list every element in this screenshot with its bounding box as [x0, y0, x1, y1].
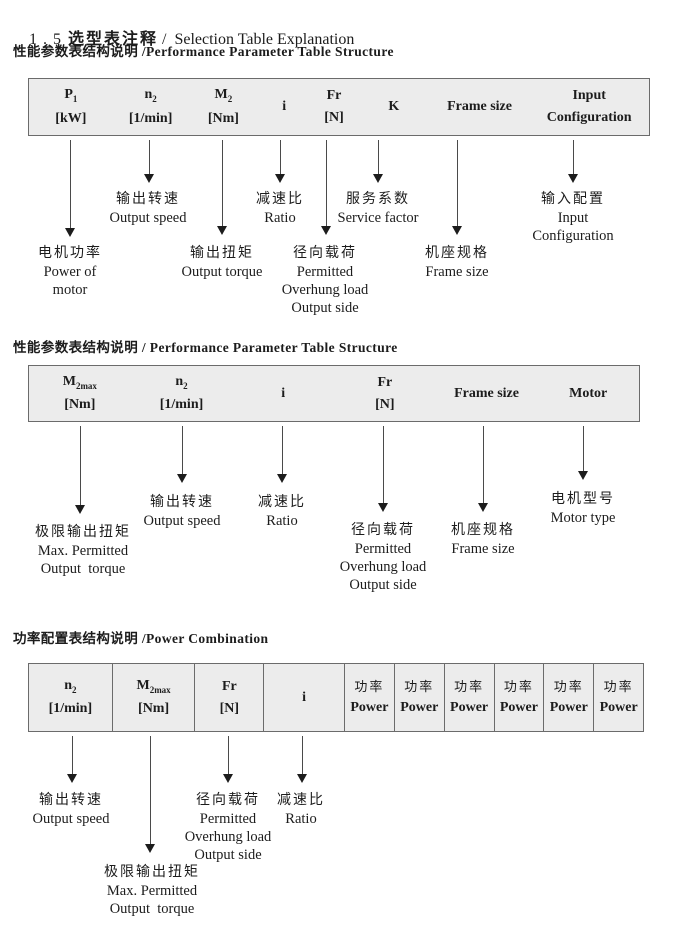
section-heading-power-combination: 功率配置表结构说明 /Power Combination: [13, 631, 269, 646]
column-header-p1: P1[kW]: [55, 87, 87, 126]
down-arrow-ratio: [297, 736, 307, 783]
down-arrow-m2max: [75, 426, 85, 514]
column-header-fr: Fr[N]: [375, 374, 395, 412]
column-header-n2: n2[1/min]: [128, 87, 173, 126]
down-arrow-m2max: [145, 736, 155, 853]
column-header-motor: Motor: [569, 385, 608, 401]
section-heading-performance-1: 性能参数表结构说明 /Performance Parameter Table S…: [13, 44, 394, 59]
down-arrow-fr: [223, 736, 233, 783]
down-arrow-frame-size: [452, 140, 462, 235]
down-arrow-fr: [321, 140, 331, 235]
down-arrow-motor: [578, 426, 588, 480]
column-header-m2max: M2max[Nm]: [62, 373, 97, 413]
column-header-k: K: [388, 99, 400, 114]
down-arrow-frame-size: [478, 426, 488, 512]
page-title-en: / Selection Table Explanation: [162, 31, 355, 48]
column-header-fr: Fr[N]: [324, 88, 344, 125]
page-title-cn: 选型表注释: [68, 31, 159, 48]
down-arrow-ratio: [275, 140, 285, 183]
column-header-ratio: i: [282, 99, 287, 114]
column-header-m2max: M2max[Nm]: [111, 664, 195, 731]
column-header-ratio: i: [281, 385, 286, 401]
section-number: 1 . 5: [29, 31, 62, 48]
column-header-ratio: i: [263, 664, 344, 731]
section-heading-performance-2: 性能参数表结构说明 / Performance Parameter Table …: [13, 340, 398, 355]
column-header-frame-size: Frame size: [454, 385, 519, 401]
performance-table-2-header: M2max[Nm] n2[1/min] i Fr[N] Frame size M…: [28, 365, 640, 422]
down-arrow-ratio: [277, 426, 287, 483]
down-arrow-n2: [67, 736, 77, 783]
page-title: 1 . 5 选型表注释/ Selection Table Explanation: [13, 7, 354, 67]
performance-table-1-header: P1[kW] n2[1/min] M2[Nm] i Fr[N] K Frame …: [28, 78, 650, 136]
down-arrow-m2: [217, 140, 227, 235]
down-arrow-p1: [65, 140, 75, 237]
down-arrow-k: [373, 140, 383, 183]
column-header-frame-size: Frame size: [447, 99, 512, 114]
down-arrow-n2: [144, 140, 154, 183]
column-header-m2: M2[Nm]: [207, 87, 239, 126]
down-arrow-input-config: [568, 140, 578, 183]
column-header-fr: Fr[N]: [194, 664, 263, 731]
down-arrow-n2: [177, 426, 187, 483]
column-header-n2: n2[1/min]: [159, 373, 204, 413]
down-arrow-fr: [378, 426, 388, 512]
column-header-n2: n2[1/min]: [48, 677, 93, 717]
